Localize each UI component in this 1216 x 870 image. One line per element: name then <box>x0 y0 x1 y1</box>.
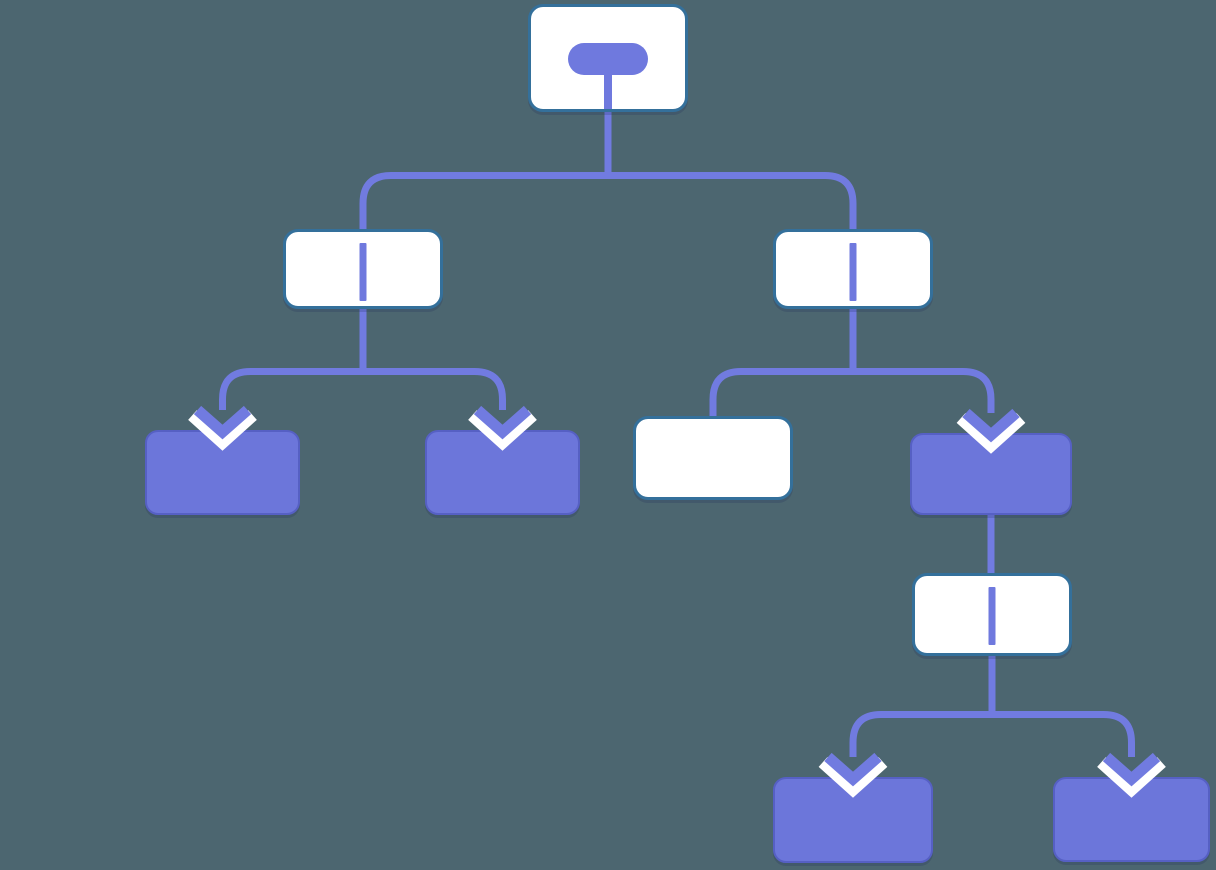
capsule-icon <box>568 43 648 75</box>
node-seq-left[interactable] <box>283 229 443 309</box>
node-task-5[interactable] <box>1053 777 1210 862</box>
node-task-3[interactable] <box>910 433 1072 515</box>
connector-edge <box>853 368 995 413</box>
node-subtree[interactable] <box>633 416 793 500</box>
node-seq-bottom[interactable] <box>912 573 1072 656</box>
connector-edge <box>849 711 992 757</box>
connector-edge <box>363 368 506 410</box>
capsule-stem <box>604 69 612 109</box>
node-seq-right[interactable] <box>773 229 933 309</box>
connector-edge <box>219 368 363 410</box>
vertical-bar-icon <box>359 243 367 301</box>
connector-edge <box>608 172 857 231</box>
node-task-1[interactable] <box>145 430 300 515</box>
connector-edge <box>709 368 853 418</box>
node-task-2[interactable] <box>425 430 580 515</box>
connector-edge <box>992 711 1135 757</box>
vertical-bar-icon <box>988 587 996 645</box>
node-root[interactable] <box>528 4 688 112</box>
vertical-bar-icon <box>849 243 857 301</box>
node-task-4[interactable] <box>773 777 933 863</box>
connector-edge <box>359 172 608 231</box>
